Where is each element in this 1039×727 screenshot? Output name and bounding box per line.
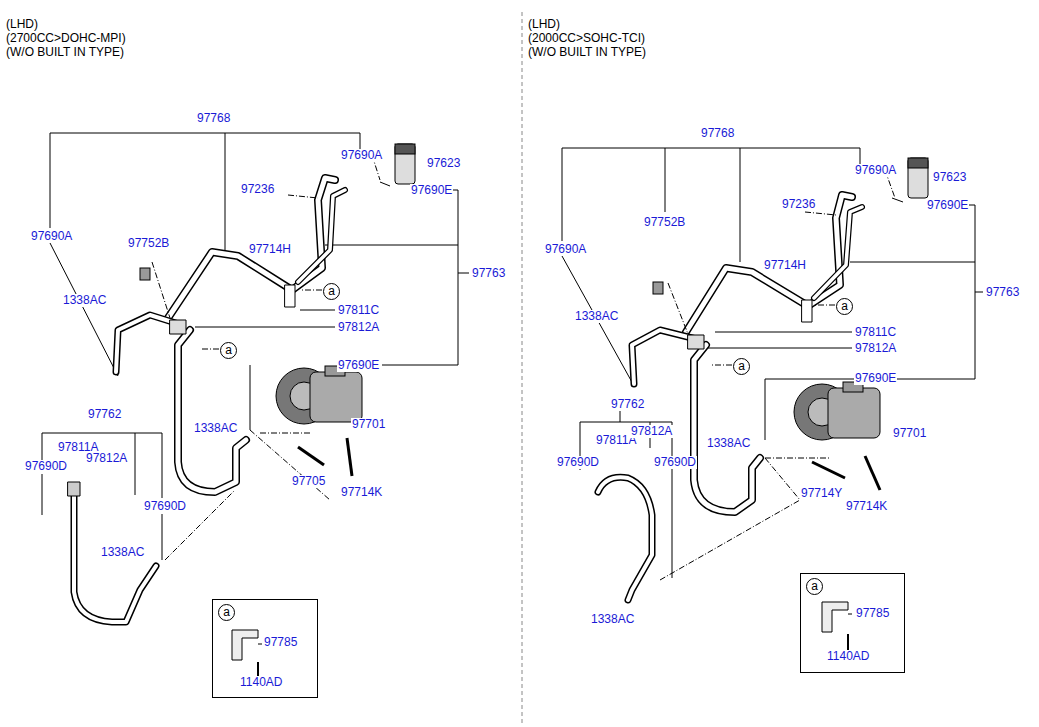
part-number: 1338AC	[100, 546, 145, 559]
part-number: 97236	[781, 198, 816, 211]
callout-circle: a	[733, 358, 750, 375]
hose-assembly	[598, 195, 862, 600]
part-number: 97812A	[85, 452, 128, 465]
part-number: 97701	[351, 418, 386, 431]
part-number: 97714H	[248, 243, 292, 256]
part-number: 97690E	[854, 372, 897, 385]
part-number: 97752B	[643, 216, 686, 229]
part-number: 97690E	[926, 199, 969, 212]
receiver-valve	[380, 144, 415, 186]
bracket-lines	[42, 133, 469, 560]
part-number: 97623	[426, 157, 461, 170]
part-number: 97768	[196, 112, 231, 125]
callout-circle: a	[323, 283, 340, 300]
part-number: 97690D	[653, 456, 697, 469]
part-number: 97762	[87, 408, 122, 421]
part-number: 1140AD	[826, 650, 870, 663]
part-number: 1338AC	[62, 294, 107, 307]
header-text: (W/O BUILT IN TYPE)	[5, 46, 125, 59]
part-number: 97785	[263, 636, 298, 649]
part-number: 1140AD	[239, 676, 283, 689]
part-number: 97705	[291, 475, 326, 488]
part-number: 97714H	[763, 259, 807, 272]
part-number: 97811C	[854, 326, 897, 339]
part-number: 97714Y	[800, 487, 843, 500]
callout-letter: a	[327, 285, 336, 298]
part-number: 97714K	[340, 486, 383, 499]
callout-letter: a	[840, 300, 849, 313]
callout-letter: a	[810, 580, 819, 593]
part-number: 97690D	[143, 500, 187, 513]
part-number: 97236	[240, 183, 275, 196]
header-text: (2000CC>SOHC-TCI)	[527, 32, 646, 45]
callout-circle: a	[220, 342, 237, 359]
part-number: 1338AC	[590, 613, 635, 626]
part-number: 97623	[932, 171, 967, 184]
part-number: 97763	[985, 286, 1020, 299]
part-number: 97690A	[544, 243, 587, 256]
callout-letter: a	[222, 606, 231, 619]
part-number: 1338AC	[706, 437, 751, 450]
part-number: 97690A	[854, 164, 897, 177]
part-number: 97690A	[340, 149, 383, 162]
part-number: 97763	[471, 267, 506, 280]
part-number: 97690A	[30, 230, 73, 243]
part-number: 1338AC	[193, 422, 238, 435]
part-number: 1338AC	[574, 310, 619, 323]
part-number: 97812A	[854, 342, 897, 355]
compressor	[140, 268, 362, 476]
detail-box: 97785 1140AD a	[800, 573, 905, 673]
callout-circle: a	[836, 298, 853, 315]
header-text: (LHD)	[5, 18, 39, 31]
part-number: 97768	[700, 127, 735, 140]
bracket-part	[232, 602, 852, 678]
callout-letter: a	[224, 344, 233, 357]
part-number: 97785	[855, 607, 890, 620]
compressor	[653, 282, 880, 490]
part-number: 97811C	[337, 304, 380, 317]
part-number: 97701	[892, 427, 927, 440]
part-number: 97812A	[630, 425, 673, 438]
header-text: (2700CC>DOHC-MPI)	[5, 32, 127, 45]
bracket-lines	[562, 148, 983, 578]
part-number: 97690D	[24, 460, 68, 473]
part-number: 97752B	[127, 237, 170, 250]
callout-letter: a	[737, 360, 746, 373]
callout-circle: a	[806, 578, 823, 595]
receiver-valve	[892, 158, 928, 202]
part-number: 97812A	[337, 321, 380, 334]
part-number: 97762	[610, 398, 645, 411]
part-number: 97690D	[556, 456, 600, 469]
hose-assembly	[68, 178, 345, 622]
callout-circle: a	[218, 604, 235, 621]
detail-box: 97785 1140AD a	[212, 599, 318, 698]
header-text: (LHD)	[527, 18, 561, 31]
part-number: 97714K	[845, 500, 888, 513]
part-number: 97690E	[337, 359, 380, 372]
part-number: 97690E	[410, 184, 453, 197]
header-text: (W/O BUILT IN TYPE)	[527, 46, 647, 59]
separator-line	[522, 12, 523, 725]
